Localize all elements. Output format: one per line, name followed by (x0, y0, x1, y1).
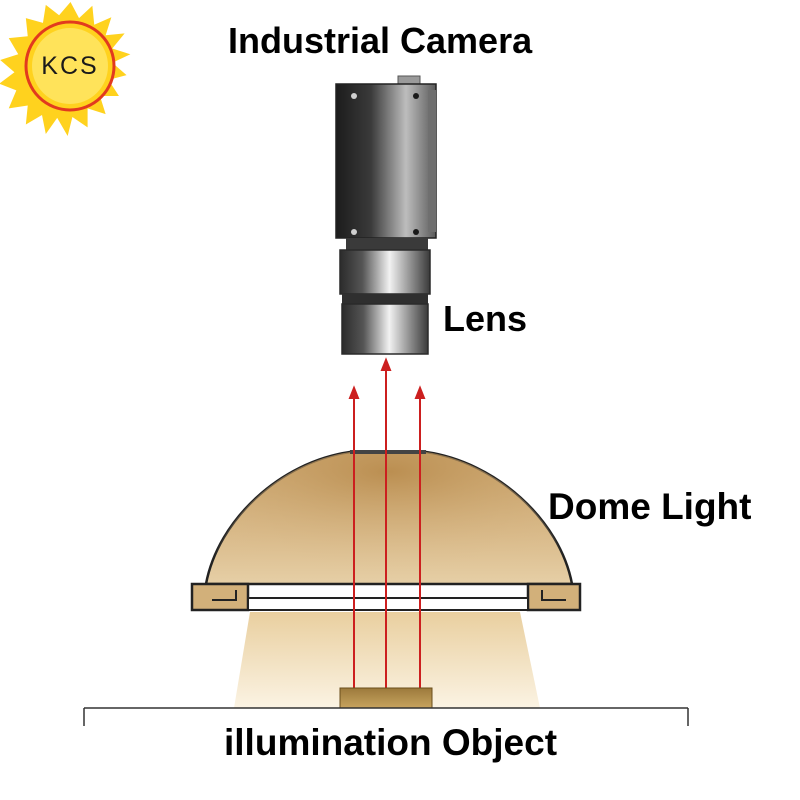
lens-label: Lens (443, 298, 528, 339)
illumination-object (339, 687, 433, 709)
arrow-up-icon (380, 357, 392, 371)
industrial-camera (335, 75, 437, 250)
base-line (83, 707, 689, 726)
kcs-logo (0, 2, 131, 136)
sun-inner-icon (32, 28, 108, 104)
dome-light (190, 450, 582, 612)
light-rays (348, 357, 426, 688)
arrow-up-icon (348, 385, 360, 399)
logo-text: KCS (41, 52, 99, 80)
camera-label: Industrial Camera (228, 20, 533, 61)
arrow-up-icon (414, 385, 426, 399)
lens (339, 249, 431, 355)
object-label: illumination Object (224, 722, 558, 763)
dome-light-label: Dome Light (548, 486, 752, 527)
